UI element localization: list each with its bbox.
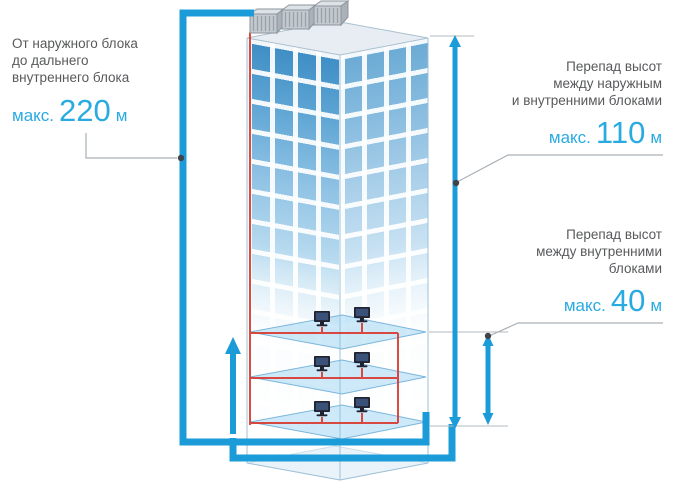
label-line: блоками: [608, 261, 662, 276]
building-face-right: [340, 37, 428, 480]
value-unit: м: [650, 296, 662, 315]
outdoor-unit-icon: [249, 8, 285, 34]
value-number: 220: [59, 93, 111, 128]
outdoor-unit-icon: [281, 4, 317, 30]
value-unit: м: [115, 106, 128, 125]
annotation-dot-110: [452, 179, 460, 187]
height-arrow-110-bottom: [449, 417, 461, 429]
annotation-dot-220: [177, 154, 185, 162]
annotation-line-220: [85, 133, 177, 159]
label-outdoor-indoor-drop: Перепад высот между наружным и внутренни…: [432, 58, 662, 155]
height-arrow-40-top: [482, 334, 494, 346]
flow-up-arrowhead: [225, 337, 241, 354]
label-line: Перепад высот: [566, 59, 662, 74]
label-line: между внутренними: [536, 244, 662, 259]
label-line: Перепад высот: [566, 227, 662, 242]
value-prefix: макс.: [548, 128, 591, 147]
label-line: и внутренними блоками: [511, 93, 662, 108]
label-line: между наружным: [553, 76, 662, 91]
value-number: 40: [610, 283, 646, 318]
label-line: внутреннего блока: [12, 70, 130, 85]
label-line: От наружного блока: [12, 36, 138, 51]
value-prefix: макс.: [563, 296, 606, 315]
annotation-dot-40: [484, 332, 492, 340]
height-arrow-40-bottom: [482, 413, 494, 425]
label-line: до дальнего: [12, 53, 89, 68]
annotation-line-110: [456, 154, 663, 183]
outdoor-unit-icon: [313, 0, 349, 26]
height-arrow-110-top: [449, 35, 461, 47]
value-prefix: макс.: [12, 106, 54, 125]
label-indoor-indoor-drop: Перепад высот между внутренними блоками …: [432, 226, 662, 323]
annotation-line-40: [488, 322, 663, 337]
value-number: 110: [595, 115, 646, 150]
value-unit: м: [650, 128, 662, 147]
label-outdoor-to-indoor: От наружного блока до дальнего внутренне…: [12, 35, 182, 133]
building-face-left: [247, 38, 340, 481]
